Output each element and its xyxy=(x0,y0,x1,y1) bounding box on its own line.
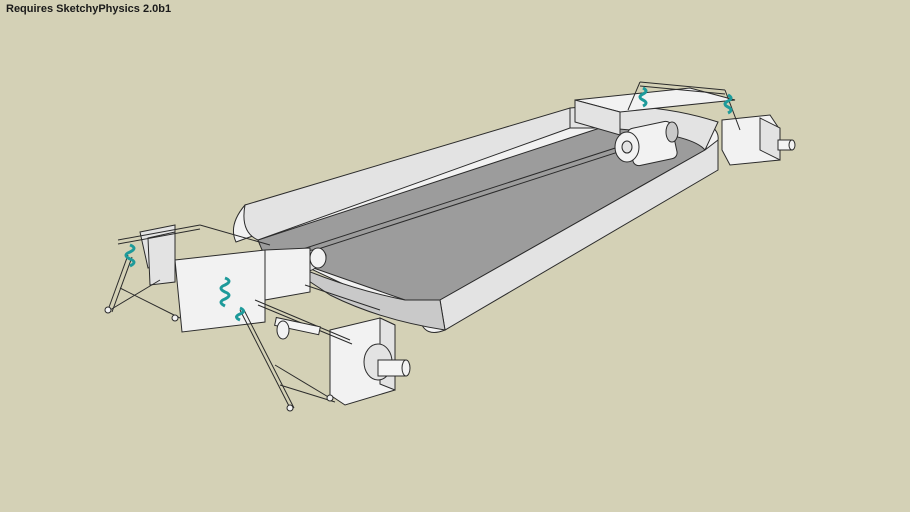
left-frame-assembly xyxy=(104,224,411,412)
oval-track xyxy=(233,105,719,333)
left-lower-spring xyxy=(235,306,245,322)
right-drive-motor xyxy=(614,120,679,167)
left-front-spring xyxy=(124,243,136,268)
right-frame-assembly xyxy=(574,81,796,166)
requirement-caption: Requires SketchyPhysics 2.0b1 xyxy=(6,3,172,15)
left-mid-spring xyxy=(219,276,231,308)
